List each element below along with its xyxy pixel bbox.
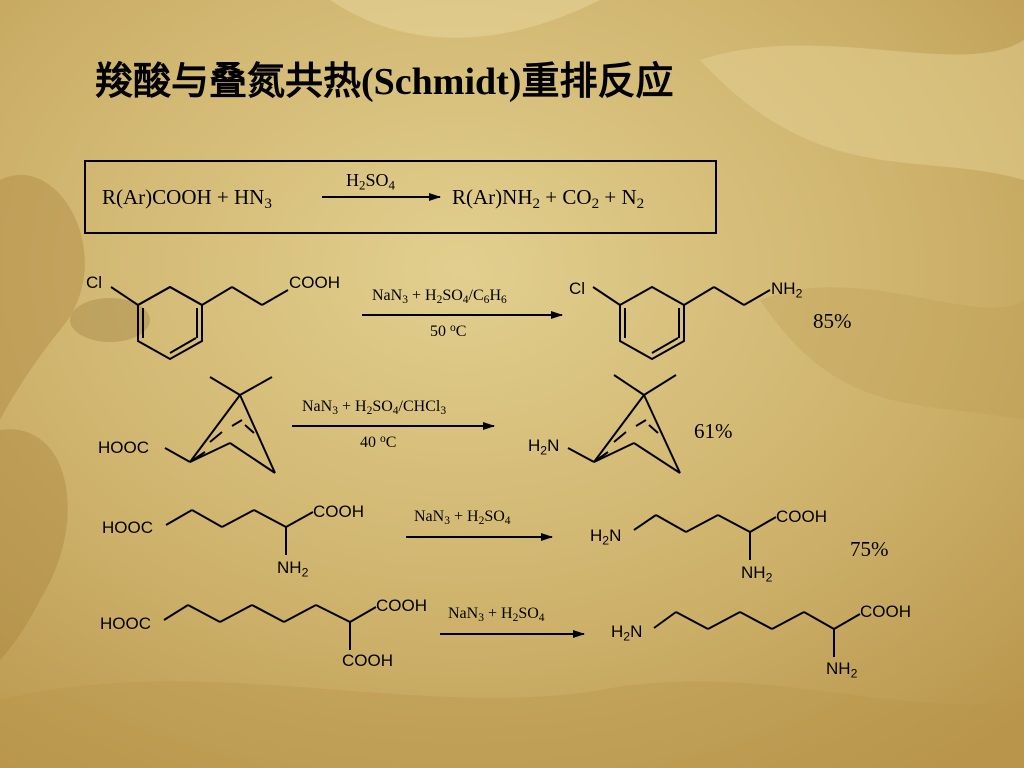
r1-reactant-cl: Cl xyxy=(86,273,103,292)
r4-product-h2n: H2N xyxy=(611,622,643,644)
r4-reactant-structure xyxy=(163,604,377,650)
r4-conditions-top: NaN3 + H2SO4 xyxy=(448,605,545,625)
r2-product-h2n: H2N xyxy=(528,436,560,458)
r4-reactant-cooh-bottom: COOH xyxy=(342,651,393,670)
r3-reactant-cooh: COOH xyxy=(313,502,364,521)
r2-conditions-top: NaN3 + H2SO4/CHCl3 xyxy=(302,398,447,418)
r3-product-h2n: H2N xyxy=(590,526,622,548)
general-products: R(Ar)NH2 + CO2 + N2 xyxy=(452,185,645,213)
general-catalyst: H2SO4 xyxy=(346,170,395,193)
r3-reactant-hooc: HOOC xyxy=(102,518,153,537)
r1-yield: 85% xyxy=(813,309,852,333)
r3-product-cooh: COOH xyxy=(776,507,827,526)
r2-reactant-structure xyxy=(164,376,276,474)
slide-title: 羧酸与叠氮共热(Schmidt)重排反应 xyxy=(95,61,674,103)
r2-product-structure xyxy=(567,374,681,474)
r1-reactant-structure xyxy=(110,285,289,361)
r3-product-nh2: NH2 xyxy=(741,563,773,585)
r2-yield: 61% xyxy=(694,419,733,443)
r4-product-structure xyxy=(653,611,861,657)
r1-reactant-cooh: COOH xyxy=(289,273,340,292)
general-equation-box xyxy=(84,160,717,234)
r3-product-structure xyxy=(633,514,777,560)
r4-product-cooh: COOH xyxy=(860,602,911,621)
r2-conditions-bottom: 40 oC xyxy=(360,432,397,451)
general-reactants: R(Ar)COOH + HN3 xyxy=(102,185,272,213)
r1-product-cl: Cl xyxy=(569,279,586,298)
r1-product-nh2: NH2 xyxy=(771,279,803,301)
r3-conditions-top: NaN3 + H2SO4 xyxy=(414,508,511,528)
r3-reactant-nh2: NH2 xyxy=(277,558,309,580)
r1-conditions-top: NaN3 + H2SO4/C6H6 xyxy=(372,287,507,307)
r2-reactant-hooc: HOOC xyxy=(98,438,149,457)
r3-reactant-structure xyxy=(165,509,314,555)
r3-yield: 75% xyxy=(850,537,889,561)
r1-conditions-bottom: 50 oC xyxy=(430,321,467,340)
r1-product-structure xyxy=(592,285,771,361)
r4-product-nh2: NH2 xyxy=(826,659,858,681)
r4-reactant-cooh-top: COOH xyxy=(376,596,427,615)
r4-reactant-hooc: HOOC xyxy=(100,614,151,633)
